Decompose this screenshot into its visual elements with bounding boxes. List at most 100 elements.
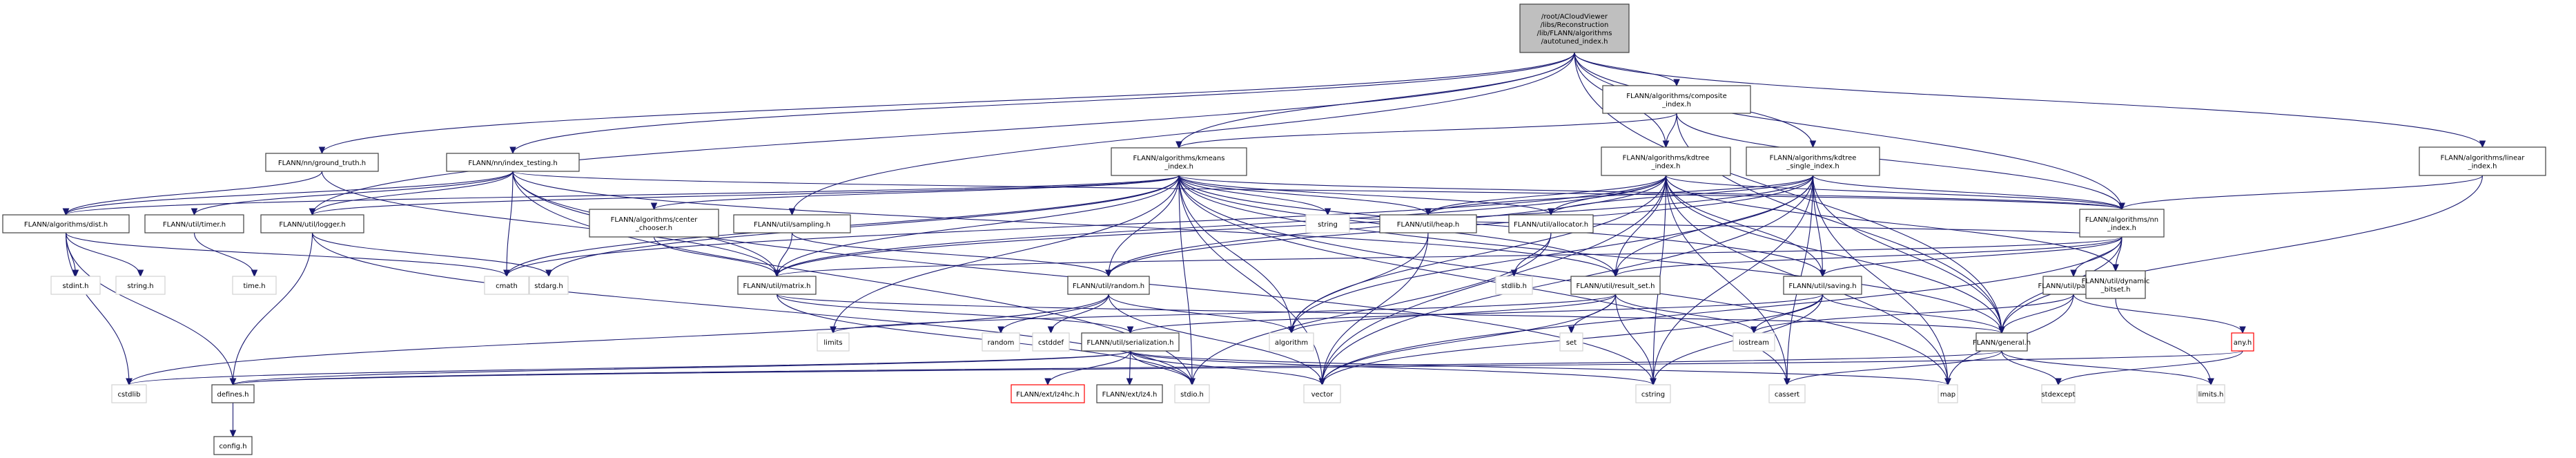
edge-logger-to-stdarg	[311, 232, 549, 277]
arrowhead-serialization-to-vector	[1318, 378, 1326, 386]
node-label: string	[1318, 221, 1338, 229]
node-label: FLANN/util/sampling.h	[754, 221, 830, 229]
node-label: stdio.h	[1180, 391, 1204, 399]
edge-kdtree-to-cmath	[506, 175, 1667, 277]
node-label: FLANN/nn/ground_truth.h	[278, 160, 366, 167]
node-dist[interactable]: FLANN/algorithms/dist.h	[2, 214, 130, 233]
node-stdint: stdint.h	[50, 276, 101, 295]
edge-allocator-to-stdio	[1191, 232, 1552, 385]
edge-nn_index-to-vector	[1321, 236, 2123, 385]
node-label: _single_index.h	[1786, 163, 1839, 171]
node-any[interactable]: any.h	[2231, 332, 2254, 352]
node-box	[111, 384, 147, 403]
edge-saving-to-serialization	[1129, 294, 1824, 334]
edge-kdtree-to-result_set	[1614, 175, 1667, 277]
node-result-set[interactable]: FLANN/util/result_set.h	[1570, 276, 1661, 295]
node-kdtree[interactable]: FLANN/algorithms/kdtree_index.h	[1601, 146, 1731, 176]
edge-params-to-iostream	[1753, 294, 2074, 334]
node-label: FLANN/algorithms/kdtree	[1623, 155, 1710, 162]
node-label: _index.h	[2468, 163, 2497, 171]
node-label: FLANN/nn/index_testing.h	[468, 160, 557, 167]
edge-ground_truth-to-matrix	[321, 171, 778, 277]
edge-matrix-to-general	[776, 294, 2002, 334]
node-saving[interactable]: FLANN/util/saving.h	[1783, 276, 1862, 295]
node-lz4[interactable]: FLANN/ext/lz4.h	[1096, 384, 1163, 403]
node-box	[1733, 332, 1775, 352]
arrowhead-sampling-to-random_h	[1105, 269, 1112, 278]
node-box	[2041, 384, 2076, 403]
node-box	[1559, 332, 1583, 352]
node-label: FLANN/algorithms/center	[611, 216, 699, 224]
edge-root-to-sampling	[791, 52, 1575, 216]
node-timer[interactable]: FLANN/util/timer.h	[144, 214, 244, 233]
node-general[interactable]: FLANN/general.h	[1973, 332, 2031, 352]
edge-kmeans-to-dist	[65, 175, 1180, 216]
node-matrix[interactable]: FLANN/util/matrix.h	[737, 276, 817, 295]
node-kmeans[interactable]: FLANN/algorithms/kmeans_index.h	[1111, 147, 1247, 176]
edge-serialization-to-defines	[232, 350, 1131, 385]
edge-composite-to-kmeans	[1178, 113, 1677, 149]
node-defines[interactable]: defines.h	[211, 384, 255, 403]
node-nn-index[interactable]: FLANN/algorithms/nn_index.h	[2079, 209, 2165, 238]
edge-kmeans-to-center_chooser	[653, 175, 1180, 210]
node-box	[484, 276, 529, 295]
edge-kmeans-to-vector	[1178, 175, 1323, 385]
node-label: FLANN/algorithms/kdtree	[1770, 155, 1857, 162]
arrowhead-serialization-to-stdio	[1189, 378, 1196, 386]
arrowhead-result_set-to-set	[1568, 326, 1575, 334]
node-serialization[interactable]: FLANN/util/serialization.h	[1081, 332, 1180, 352]
node-root[interactable]: /root/ACloudViewer/libs/Reconstruction/l…	[1519, 3, 1630, 53]
node-box	[1174, 384, 1210, 403]
node-string: string	[1305, 214, 1350, 233]
node-stdexcept: stdexcept	[2041, 384, 2076, 403]
node-label: _index.h	[1164, 163, 1193, 171]
arrowhead-kdtree_single-to-heap	[1425, 208, 1432, 216]
node-logger[interactable]: FLANN/util/logger.h	[260, 214, 364, 233]
node-label: cstddef	[1038, 339, 1064, 347]
edge-kdtree-to-vector	[1321, 175, 1667, 385]
arrowhead-nn_index-to-dynamic_bitset	[2112, 264, 2119, 272]
node-box	[2231, 332, 2254, 352]
edge-kmeans-to-stdarg	[548, 175, 1180, 277]
node-label: time.h	[243, 283, 265, 290]
edge-kdtree_single-to-matrix	[776, 175, 1814, 277]
edge-kmeans-to-logger	[311, 175, 1180, 216]
node-center-chooser[interactable]: FLANN/algorithms/center_chooser.h	[589, 209, 719, 238]
edge-result_set-to-limits	[832, 294, 1617, 334]
node-label: vector	[1311, 391, 1334, 399]
arrowhead-nn_index-to-result_set	[1612, 269, 1619, 278]
node-box	[1379, 214, 1477, 233]
arrowhead-dist-to-string_h	[137, 269, 144, 278]
node-kdtree-single[interactable]: FLANN/algorithms/kdtree_single_index.h	[1746, 146, 1880, 176]
edge-kmeans-to-algorithm	[1178, 175, 1292, 334]
node-box	[589, 209, 719, 238]
edge-kmeans-to-stdio	[1178, 175, 1193, 385]
node-ground-truth[interactable]: FLANN/nn/ground_truth.h	[265, 153, 379, 172]
node-config[interactable]: config.h	[213, 436, 253, 455]
arrowhead-result_set-to-algorithm	[1288, 326, 1295, 334]
node-heap[interactable]: FLANN/util/heap.h	[1379, 214, 1477, 233]
node-index-testing[interactable]: FLANN/nn/index_testing.h	[446, 153, 580, 172]
node-sampling[interactable]: FLANN/util/sampling.h	[733, 214, 851, 233]
node-label: limits.h	[2198, 391, 2224, 399]
node-allocator[interactable]: FLANN/util/allocator.h	[1508, 214, 1594, 233]
node-box	[1269, 332, 1314, 352]
node-lz4hc[interactable]: FLANN/ext/lz4hc.h	[1011, 384, 1085, 403]
edge-kdtree-to-general	[1665, 175, 2002, 334]
node-label: cstring	[1641, 391, 1665, 399]
node-composite[interactable]: FLANN/algorithms/composite_index.h	[1602, 85, 1751, 114]
node-box	[1601, 146, 1731, 176]
edge-index_testing-to-timer	[193, 171, 514, 216]
node-cstddef: cstddef	[1032, 332, 1070, 352]
node-label: cassert	[1775, 391, 1799, 399]
node-dynamic-bitset[interactable]: FLANN/util/dynamic_bitset.h	[2082, 270, 2150, 299]
node-linear[interactable]: FLANN/algorithms/linear_index.h	[2419, 146, 2546, 176]
arrowhead-serialization-to-cstdlib	[126, 378, 133, 386]
node-box	[1975, 332, 2028, 352]
arrowhead-params-to-general	[1998, 326, 2005, 334]
edge-root-to-linear	[1574, 52, 2484, 148]
node-label: FLANN/algorithms/nn	[2085, 216, 2158, 224]
node-vector: vector	[1303, 384, 1341, 403]
node-random-h[interactable]: FLANN/util/random.h	[1067, 276, 1150, 295]
edge-random_h-to-cstddef	[1050, 294, 1109, 334]
